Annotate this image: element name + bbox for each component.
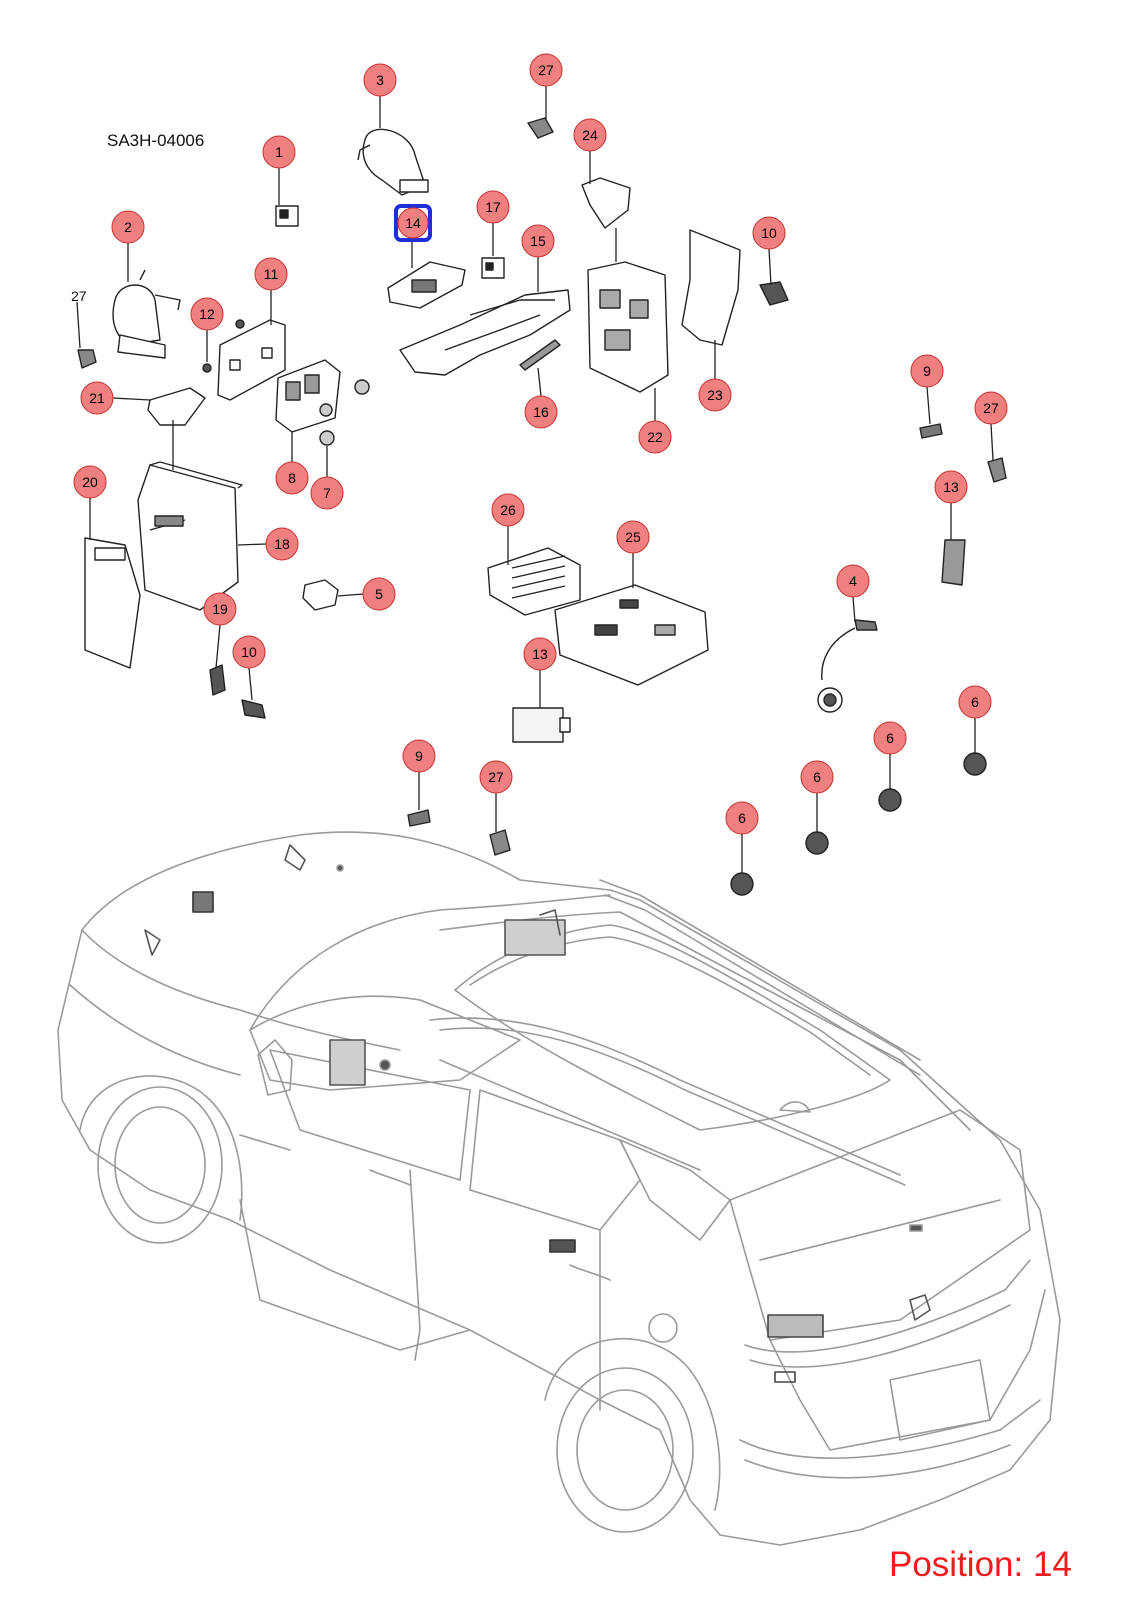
callout-17-label: 17 — [485, 199, 501, 215]
plain-part-label: 27 — [71, 288, 87, 304]
callout-3-label: 3 — [376, 72, 384, 88]
callout-16[interactable]: 16 — [524, 395, 558, 429]
callout-27-label: 27 — [983, 400, 999, 416]
callout-6[interactable]: 6 — [725, 801, 759, 835]
callout-10[interactable]: 10 — [752, 216, 786, 250]
drawing-code: SA3H-04006 — [107, 131, 205, 150]
callout-23[interactable]: 23 — [698, 378, 732, 412]
callout-27-label: 27 — [488, 769, 504, 785]
callout-17[interactable]: 17 — [476, 190, 510, 224]
callout-13[interactable]: 13 — [523, 637, 557, 671]
part-drawings — [78, 118, 1006, 895]
callout-27-label: 27 — [538, 62, 554, 78]
callout-20-label: 20 — [82, 474, 98, 490]
callout-6-label: 6 — [971, 694, 979, 710]
callout-6[interactable]: 6 — [800, 760, 834, 794]
callout-25[interactable]: 25 — [616, 520, 650, 554]
callout-13[interactable]: 13 — [934, 470, 968, 504]
callout-6-label: 6 — [813, 769, 821, 785]
callout-13-label: 13 — [532, 646, 548, 662]
callout-2[interactable]: 2 — [111, 210, 145, 244]
callout-15[interactable]: 15 — [521, 224, 555, 258]
callout-27[interactable]: 27 — [974, 391, 1008, 425]
callout-7-label: 7 — [323, 485, 331, 501]
callout-11[interactable]: 11 — [254, 257, 288, 291]
callout-9[interactable]: 9 — [910, 354, 944, 388]
leader-lines — [76, 86, 994, 873]
callout-4[interactable]: 4 — [836, 564, 870, 598]
callout-26[interactable]: 26 — [491, 493, 525, 527]
callout-23-label: 23 — [707, 387, 723, 403]
callout-19[interactable]: 19 — [203, 592, 237, 626]
callout-14-selected[interactable]: 14 — [394, 204, 432, 242]
callout-10-label: 10 — [241, 644, 257, 660]
callout-25-label: 25 — [625, 529, 641, 545]
callout-18[interactable]: 18 — [265, 527, 299, 561]
callout-10[interactable]: 10 — [232, 635, 266, 669]
callout-12-label: 12 — [199, 306, 215, 322]
callout-9-label: 9 — [415, 748, 423, 764]
callout-14-label: 14 — [405, 215, 421, 231]
callout-19-label: 19 — [212, 601, 228, 617]
callout-9[interactable]: 9 — [402, 739, 436, 773]
position-indicator: Position: 14 — [889, 1545, 1072, 1584]
callout-8-label: 8 — [288, 470, 296, 486]
callout-21[interactable]: 21 — [80, 381, 114, 415]
callout-5-label: 5 — [375, 586, 383, 602]
callout-6-label: 6 — [886, 730, 894, 746]
callout-16-label: 16 — [533, 404, 549, 420]
callout-6[interactable]: 6 — [873, 721, 907, 755]
callout-2-label: 2 — [124, 219, 132, 235]
callout-9-label: 9 — [923, 363, 931, 379]
callout-11-label: 11 — [264, 266, 279, 282]
callout-5[interactable]: 5 — [362, 577, 396, 611]
callout-1-label: 1 — [275, 144, 283, 160]
callout-18-label: 18 — [274, 536, 290, 552]
callout-3[interactable]: 3 — [363, 63, 397, 97]
callout-27[interactable]: 27 — [529, 53, 563, 87]
callout-1[interactable]: 1 — [262, 135, 296, 169]
callout-22[interactable]: 22 — [638, 420, 672, 454]
callout-15-label: 15 — [530, 233, 546, 249]
callout-10-label: 10 — [761, 225, 777, 241]
callout-7[interactable]: 7 — [310, 476, 344, 510]
callout-26-label: 26 — [500, 502, 516, 518]
callout-22-label: 22 — [647, 429, 663, 445]
callout-27[interactable]: 27 — [479, 760, 513, 794]
callout-24-label: 24 — [582, 127, 598, 143]
callout-12[interactable]: 12 — [190, 297, 224, 331]
callout-6[interactable]: 6 — [958, 685, 992, 719]
callout-24[interactable]: 24 — [573, 118, 607, 152]
callout-6-label: 6 — [738, 810, 746, 826]
callout-20[interactable]: 20 — [73, 465, 107, 499]
callouts: 1 2 3 4 5 6 6 6 6 7 8 9 9 10 10 11 12 13… — [73, 53, 1008, 835]
vehicle-outline — [57, 831, 1061, 1546]
callout-21-label: 21 — [89, 390, 105, 406]
callout-13-label: 13 — [943, 479, 959, 495]
callout-4-label: 4 — [849, 573, 857, 589]
callout-8[interactable]: 8 — [275, 461, 309, 495]
